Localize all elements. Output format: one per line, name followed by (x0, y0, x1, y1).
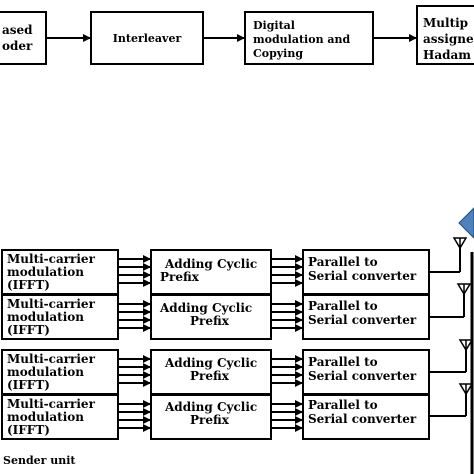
arrows-cp-to-ps (271, 300, 303, 332)
hadamard-assignment-label: Multip assigne Hadam (423, 16, 474, 62)
parallel-serial-block (302, 294, 430, 340)
interleaver-block (90, 11, 204, 65)
cyclic-prefix-block (150, 349, 272, 395)
antenna-icon (452, 237, 468, 250)
transmit-branch-3: Multi-carrier modulation (IFFT) Adding C… (1, 339, 474, 395)
transmit-branch-2: Multi-carrier modulation (IFFT) Adding C… (1, 283, 472, 340)
parallel-serial-block (302, 249, 430, 295)
arrows-cp-to-ps (271, 400, 303, 432)
parallel-serial-label: Parallel to Serial converter (308, 255, 417, 283)
arrows-ifft-to-cp (118, 300, 151, 332)
transmit-branch-1: Multi-carrier modulation (IFFT) Adding C… (1, 237, 468, 295)
cyclic-prefix-label: Adding Cyclic Prefix (164, 400, 261, 427)
interleaver-label: Interleaver (113, 32, 182, 45)
ifft-label: Multi-carrier modulation (IFFT) (7, 352, 99, 392)
parallel-serial-block (302, 349, 430, 395)
ifft-block (1, 394, 119, 440)
accent-triangle (458, 207, 474, 239)
cyclic-prefix-label: Adding Cyclic Prefix (164, 356, 261, 383)
arrows-ifft-to-cp (118, 255, 151, 287)
antenna-icon (456, 283, 472, 296)
cyclic-prefix-block (150, 394, 272, 440)
parallel-serial-label: Parallel to Serial converter (308, 398, 417, 426)
cyclic-prefix-label: Adding Cyclic Prefix (160, 257, 261, 284)
ifft-block (1, 294, 119, 340)
cyclic-prefix-block (150, 249, 272, 295)
cyclic-prefix-label: Adding Cyclic Prefix (159, 301, 256, 328)
ifft-block (1, 249, 119, 295)
sender-unit-caption: Sender unit (3, 454, 76, 467)
arrows-ifft-to-cp (118, 400, 151, 432)
arrows-cp-to-ps (271, 355, 303, 387)
encoder-label: ased oder (2, 23, 37, 53)
arrows-cp-to-ps (271, 255, 303, 287)
ifft-block (1, 349, 119, 395)
top-processing-chain: ased oder Interleaver Digital modulation… (0, 5, 474, 65)
ifft-label: Multi-carrier modulation (IFFT) (7, 397, 99, 437)
ifft-label: Multi-carrier modulation (IFFT) (7, 297, 99, 337)
antenna-icon (458, 339, 474, 352)
parallel-serial-label: Parallel to Serial converter (308, 355, 417, 383)
encoder-block (0, 11, 47, 65)
transmit-branch-4: Multi-carrier modulation (IFFT) Adding C… (1, 383, 474, 440)
ifft-label: Multi-carrier modulation (IFFT) (7, 252, 99, 292)
parallel-serial-label: Parallel to Serial converter (308, 299, 417, 327)
modulation-copying-block (244, 11, 374, 65)
modulation-copying-label: Digital modulation and Copying (253, 19, 354, 60)
antenna-icon (458, 383, 474, 396)
cyclic-prefix-block (150, 294, 272, 340)
arrows-ifft-to-cp (118, 355, 151, 387)
hadamard-assignment-block (416, 5, 474, 65)
